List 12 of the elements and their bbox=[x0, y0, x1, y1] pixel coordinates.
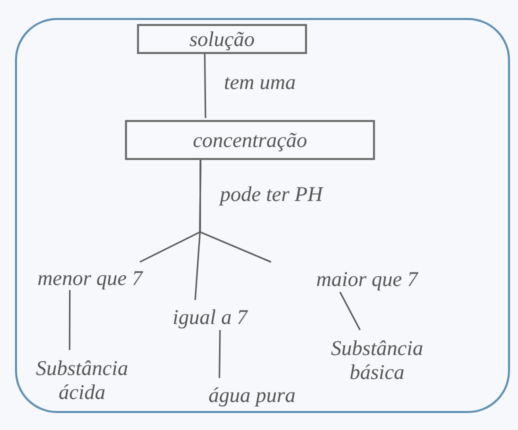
concept-box: concentração bbox=[125, 120, 375, 160]
frame-box bbox=[15, 18, 510, 413]
connector-line bbox=[339, 292, 361, 330]
concept-text: Substância ácida bbox=[17, 352, 147, 408]
concept-text: maior que 7 bbox=[267, 264, 467, 294]
concept-text: menor que 7 bbox=[20, 264, 160, 292]
connector-line bbox=[199, 158, 272, 263]
concept-text: igual a 7 bbox=[130, 302, 290, 332]
connector-line bbox=[204, 52, 206, 118]
concept-box: solução bbox=[137, 24, 307, 54]
connector-line bbox=[68, 290, 71, 350]
connector-line bbox=[218, 330, 221, 378]
